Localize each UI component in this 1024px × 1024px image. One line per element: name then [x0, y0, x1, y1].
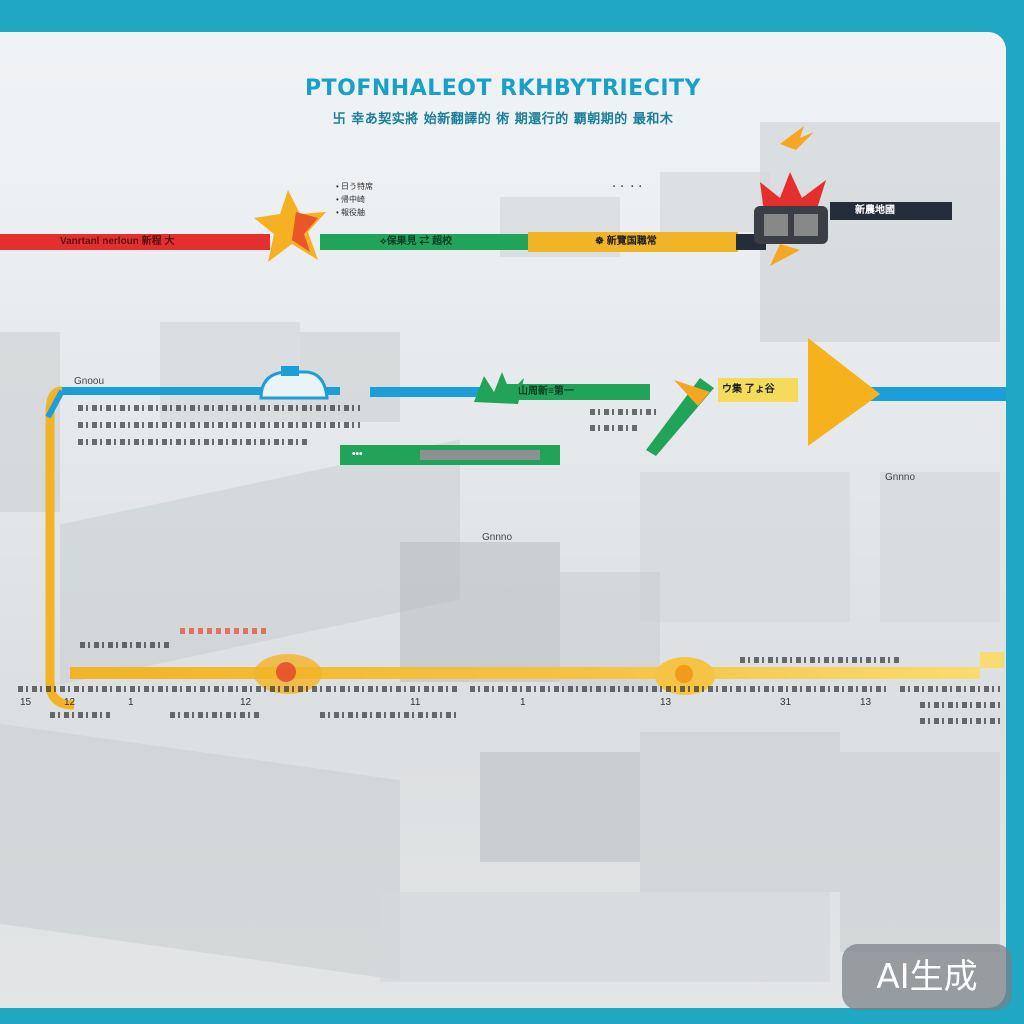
amber-bar-label: ☸ 新覽国職常 [595, 236, 657, 247]
green-bar-label: ⟡保果見 ⇄ 超校 [380, 236, 453, 247]
text-line [78, 439, 308, 445]
burst-icon [254, 190, 326, 262]
spark-icon [780, 126, 814, 150]
text-line [80, 642, 170, 648]
text-line [900, 686, 1000, 692]
text-line [180, 628, 270, 634]
right-caption: Gnnno [885, 472, 916, 483]
building [400, 542, 560, 682]
step-number: 11 [410, 697, 421, 708]
timeline-amber-bar [528, 232, 738, 252]
step-number: 1 [128, 697, 134, 708]
building [880, 472, 1000, 622]
timeline-red-bar [0, 234, 270, 250]
navy-bar-label: 新農地國 [855, 205, 895, 216]
timeline-navy-tail [830, 202, 952, 220]
building [840, 752, 1000, 952]
step-number: 1 [520, 697, 526, 708]
text-line [920, 718, 1000, 724]
step-number: 13 [660, 697, 672, 708]
timeline-connector [45, 386, 75, 710]
timeline-blue-bar-left [62, 387, 340, 395]
text-line [18, 686, 458, 692]
step-number: 13 [860, 697, 872, 708]
timeline-green-bar-2 [500, 384, 650, 400]
medallion-icon [254, 654, 322, 694]
page-subtitle: 卐 幸あ契实將 始新翻譯的 術 期還行的 覇朝期的 最和木 [332, 112, 674, 127]
milestone-note: • 帰中崎 [336, 195, 366, 204]
building [660, 172, 770, 232]
building [480, 752, 640, 862]
milestone-top-note: ・・ ・・ [610, 182, 645, 191]
step-number: 12 [240, 697, 252, 708]
text-line [170, 712, 260, 718]
text-line [590, 425, 640, 431]
text-line [78, 405, 360, 411]
row2-caption: Gnoou [74, 376, 105, 387]
amber-chip-label: ウ集 了ょ谷 [722, 384, 775, 395]
green-bar-2-label: 山周新≡第一 [518, 386, 574, 397]
timeline-blue-bar-mid [370, 387, 480, 397]
medallion-icon [655, 657, 715, 695]
milestone-note: • 報役舳 [336, 208, 366, 217]
flame-icon [754, 172, 828, 266]
timeline-amber-bottom [70, 667, 980, 679]
timeline-blue-bar-right [870, 387, 1006, 401]
progress-bar-gray [420, 450, 540, 460]
red-bar-label: Vanrtanl nerloun 新程 大 [60, 236, 175, 247]
timeline-green-bar [320, 234, 530, 250]
text-line [470, 686, 890, 692]
building [640, 732, 840, 892]
page-title: PTOFNHALEOT RKHBYTRIECITY [305, 76, 701, 101]
infographic-card: PTOFNHALEOT RKHBYTRIECITY 卐 幸あ契实將 始新翻譯的 … [0, 32, 1006, 1008]
building [380, 892, 830, 982]
ai-generated-watermark: AI生成 [842, 944, 1012, 1010]
text-line [590, 409, 660, 415]
step-number: 31 [780, 697, 792, 708]
timeline-end-cap [980, 652, 1004, 668]
text-line [320, 712, 460, 718]
step-number: 15 [20, 697, 32, 708]
timeline-amber-chip [718, 378, 798, 402]
step-number: 12 [64, 697, 76, 708]
text-line [50, 712, 110, 718]
text-line [740, 657, 900, 663]
center-caption: Gnnno [482, 532, 513, 543]
vehicle-icon [259, 366, 329, 400]
building [640, 472, 850, 622]
milestone-note: • 日う特席 [336, 182, 374, 191]
building [0, 723, 400, 981]
leaf-arrow-icon [646, 378, 714, 456]
text-line [78, 422, 360, 428]
text-line [920, 702, 1000, 708]
progress-bar-label: ••• [352, 449, 363, 460]
big-arrow-icon [808, 338, 880, 446]
